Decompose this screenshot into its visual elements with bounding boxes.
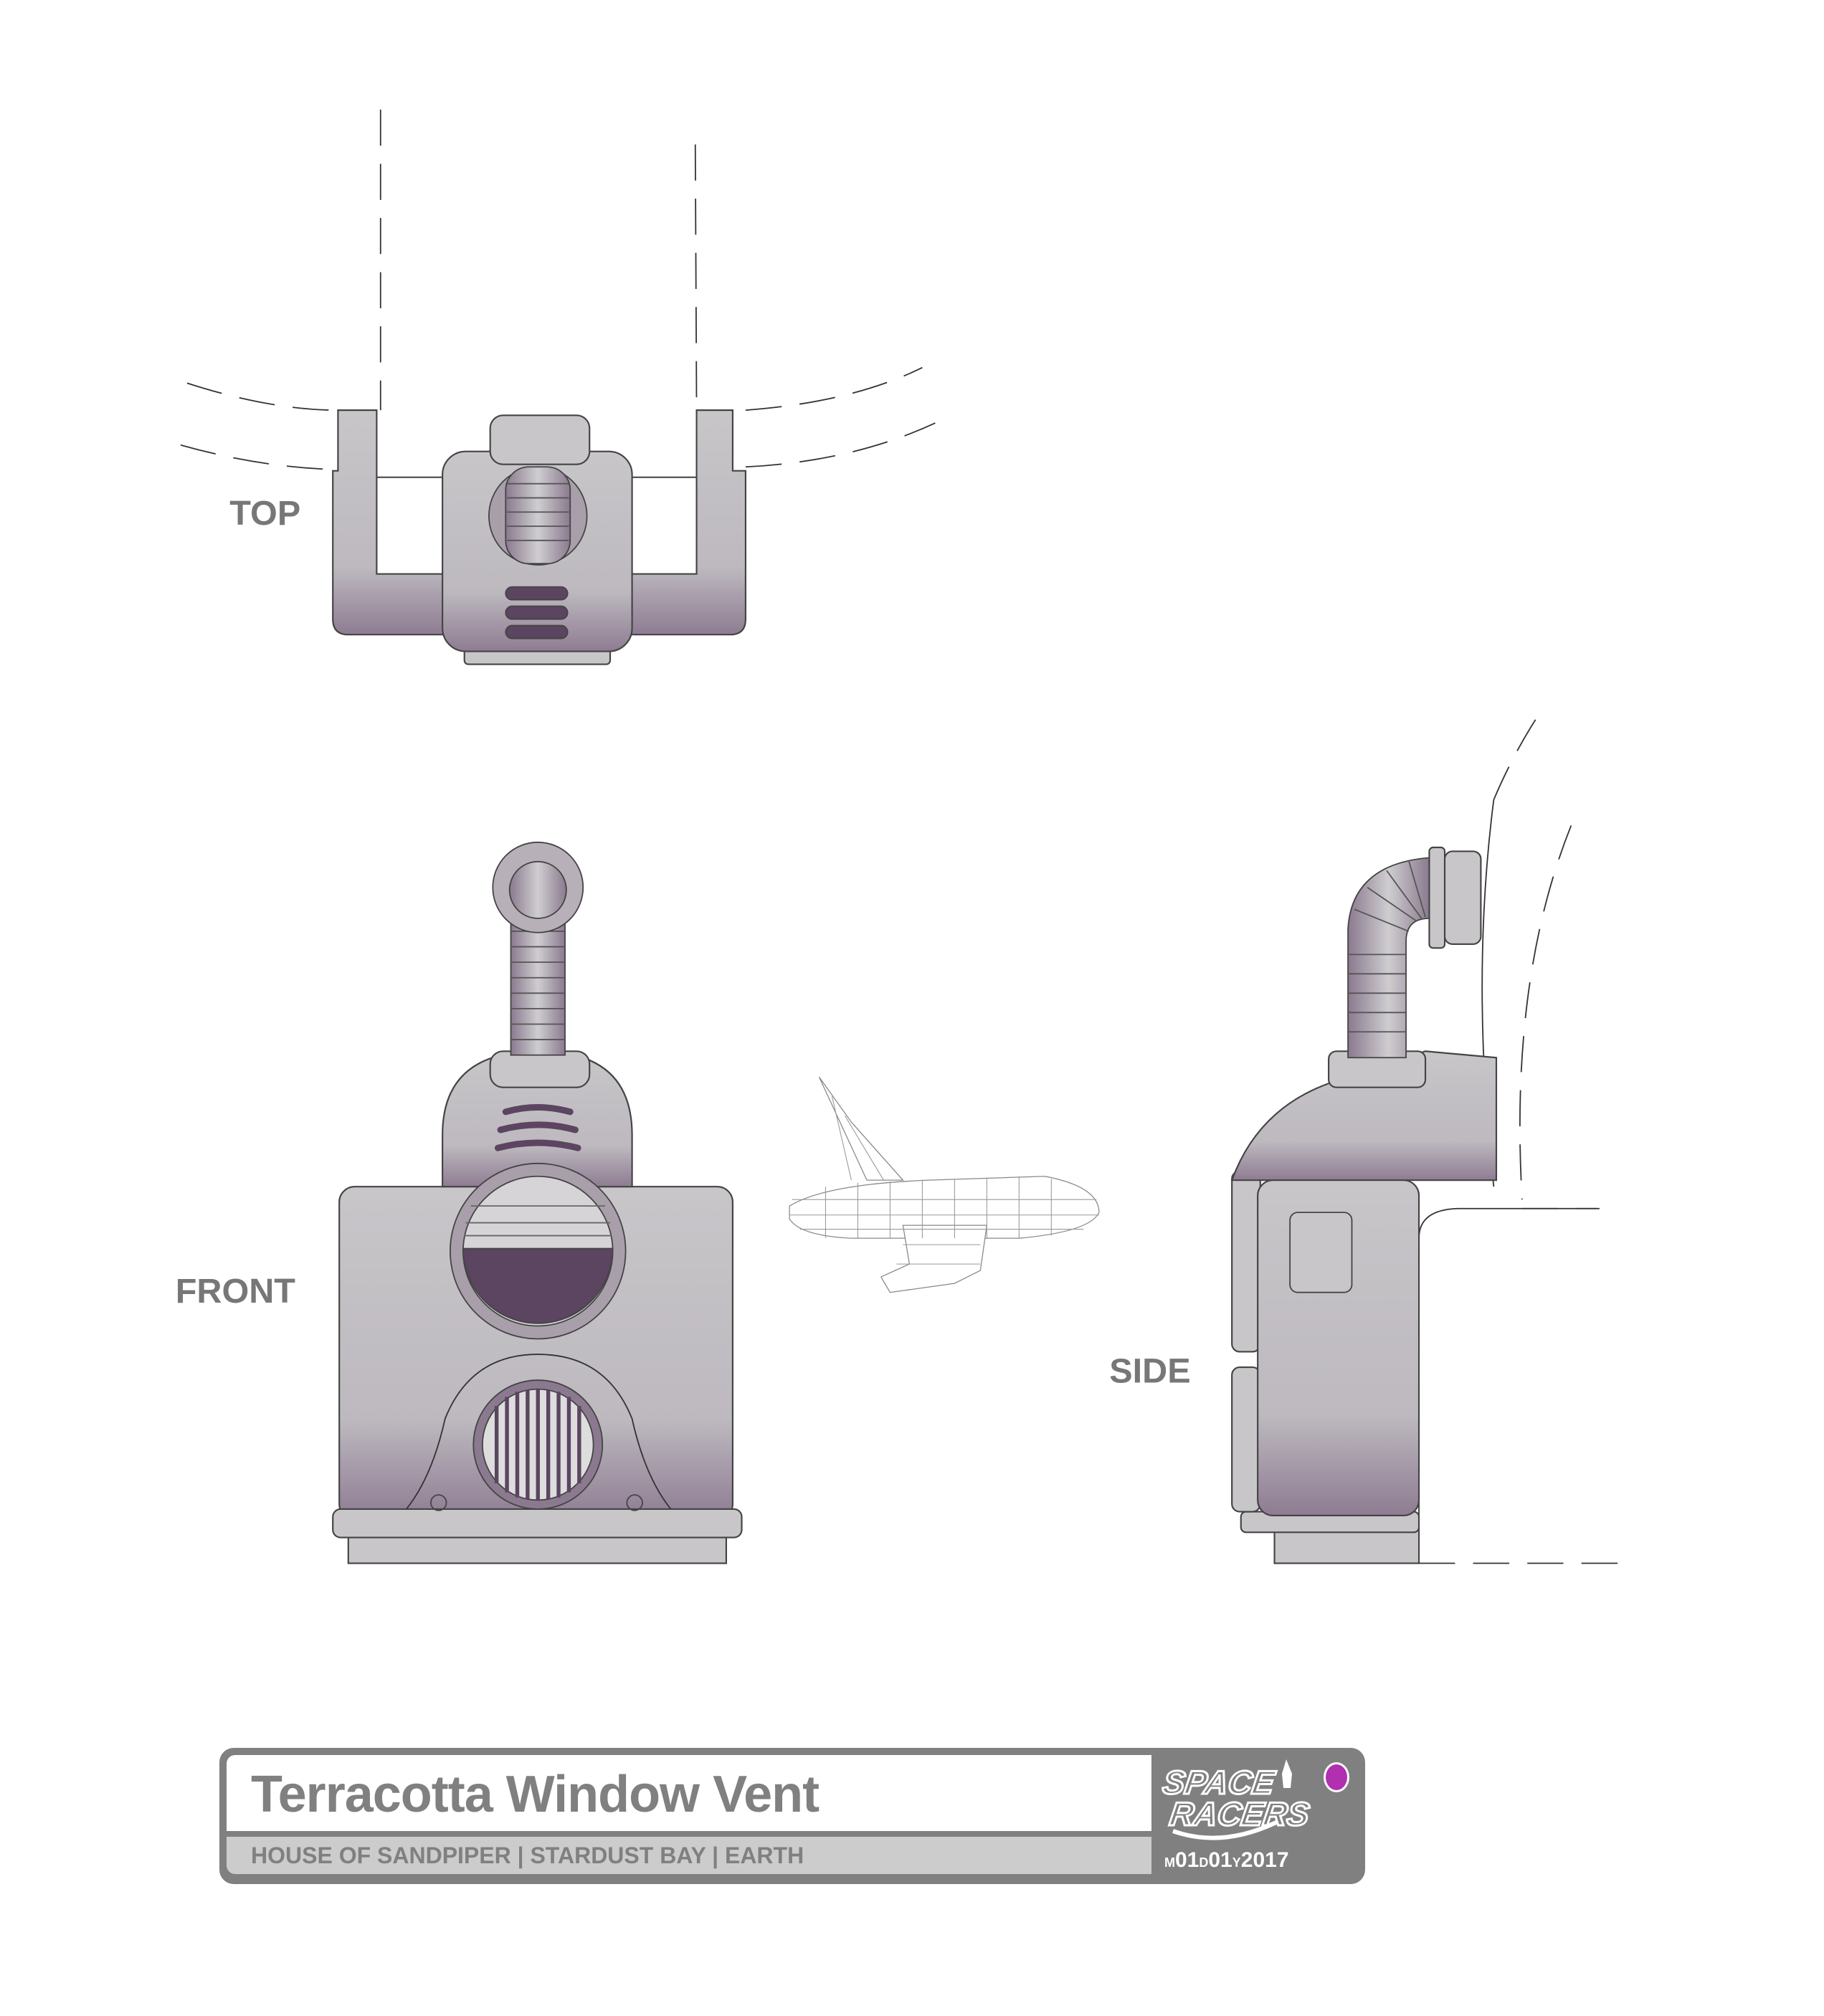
date-stamp: M01D01Y2017: [1164, 1848, 1289, 1873]
day-prefix: D: [1199, 1855, 1209, 1870]
sheet-title: Terracotta Window Vent: [251, 1766, 820, 1823]
svg-text:SPACE: SPACE: [1160, 1764, 1277, 1801]
top-view: TOP: [180, 109, 936, 665]
svg-text:RACERS: RACERS: [1167, 1795, 1312, 1832]
front-view-label: FRONT: [176, 1272, 296, 1311]
spaceship-wireframe: [789, 1076, 1100, 1293]
title-block: Terracotta Window Vent HOUSE OF SANDPIPE…: [219, 1748, 1365, 1884]
year-prefix: Y: [1232, 1855, 1241, 1870]
location-subtitle: HOUSE OF SANDPIPER | STARDUST BAY | EART…: [251, 1843, 804, 1868]
status-dot: [1324, 1762, 1349, 1792]
top-view-label: TOP: [229, 494, 300, 533]
year: 2017: [1240, 1848, 1289, 1872]
side-view: SIDE: [1109, 706, 1628, 1564]
side-view-label: SIDE: [1109, 1352, 1190, 1391]
space-racers-logo: SPACE RACERS: [1159, 1759, 1313, 1840]
month: 01: [1175, 1848, 1200, 1872]
front-view: FRONT: [176, 841, 743, 1564]
day: 01: [1208, 1848, 1232, 1872]
subtitle-box: HOUSE OF SANDPIPER | STARDUST BAY | EART…: [227, 1837, 1151, 1874]
title-box: Terracotta Window Vent: [227, 1755, 1151, 1831]
month-prefix: M: [1164, 1855, 1175, 1870]
